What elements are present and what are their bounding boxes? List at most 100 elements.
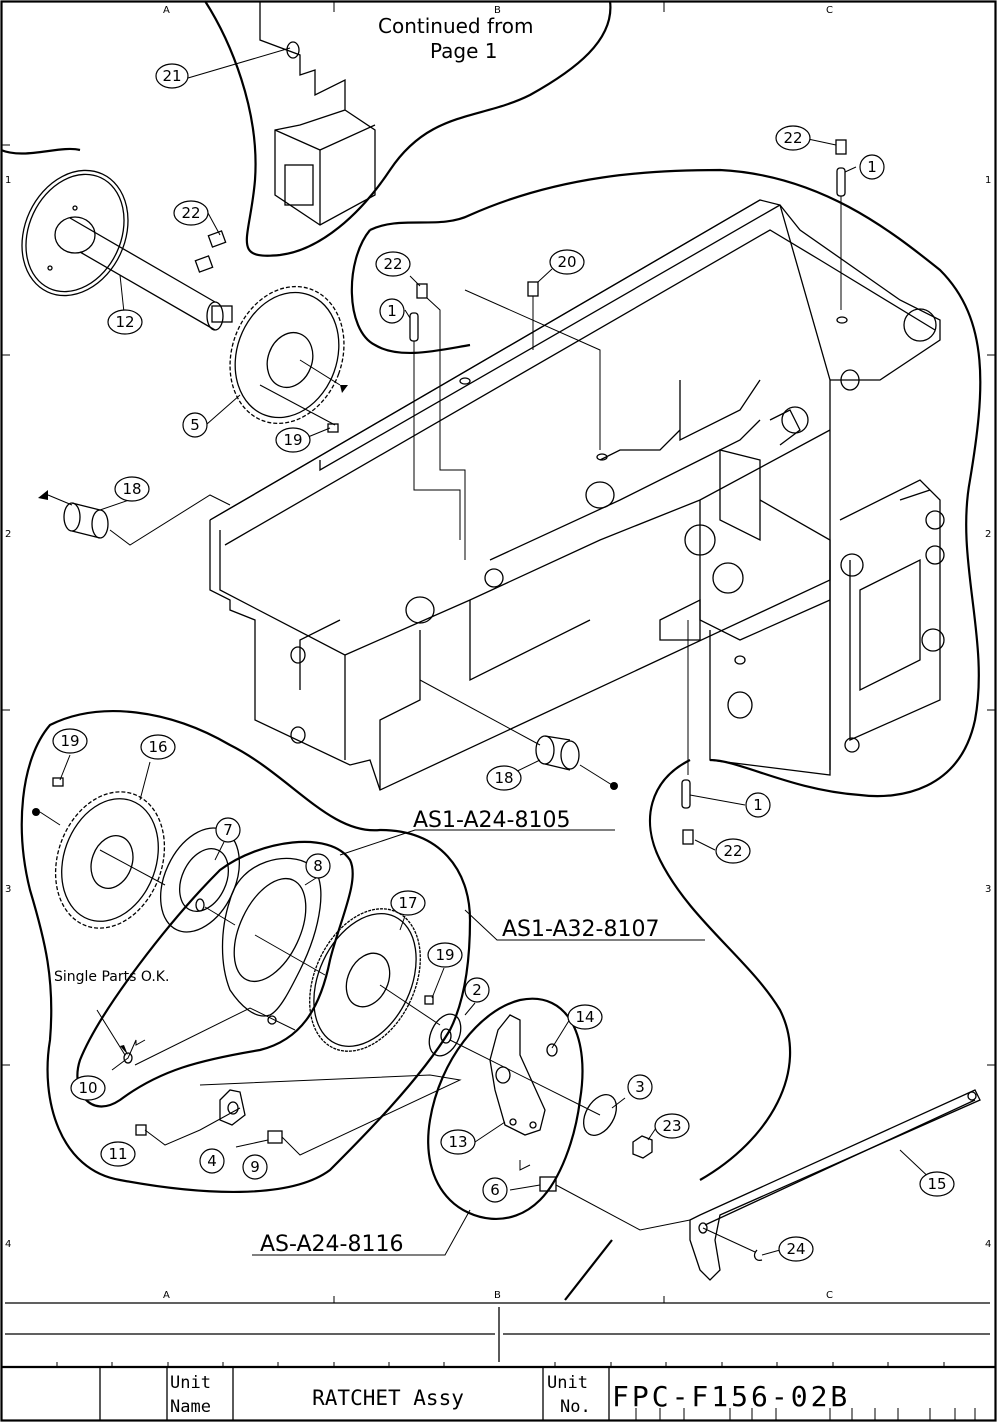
svg-text:18: 18 [494, 769, 513, 787]
svg-text:12: 12 [115, 313, 134, 331]
callout-18b: 18 [486, 765, 522, 791]
svg-text:22: 22 [383, 255, 402, 273]
zone-col-c-top: C [826, 5, 833, 16]
svg-text:17: 17 [398, 894, 417, 912]
part-3-washer-23-nut [582, 1094, 653, 1159]
callout-17: 17 [390, 890, 426, 916]
callout-23: 23 [654, 1113, 690, 1139]
svg-text:11: 11 [108, 1145, 127, 1163]
continued-note-line2: Page 1 [430, 39, 498, 63]
zone-col-a-bottom: A [163, 1290, 170, 1301]
callout-15: 15 [919, 1171, 955, 1197]
svg-text:19: 19 [283, 431, 302, 449]
svg-text:13: 13 [448, 1133, 467, 1151]
zone-row-2-right: 2 [985, 529, 991, 540]
unit-name-value: RATCHET Assy [312, 1386, 464, 1410]
callout-leaders [59, 47, 936, 1256]
svg-text:18: 18 [122, 480, 141, 498]
callout-22d: 22 [715, 838, 751, 864]
unit-no-label-line1: Unit [547, 1373, 588, 1393]
zone-row-3-left: 3 [5, 884, 11, 895]
callout-3: 3 [627, 1074, 653, 1100]
leader-8105 [339, 829, 615, 856]
part-18-bushings [38, 490, 618, 790]
callout-22a: 22 [775, 125, 811, 151]
part-17-ratchet-wheel [309, 908, 441, 1052]
svg-text:1: 1 [387, 302, 397, 320]
callout-1a: 1 [379, 298, 405, 324]
frame-region-outline [369, 168, 982, 798]
svg-text:20: 20 [557, 253, 576, 271]
svg-text:23: 23 [662, 1117, 681, 1135]
svg-text:7: 7 [223, 821, 233, 839]
svg-text:19: 19 [60, 732, 79, 750]
part-5-sprocket [229, 285, 348, 426]
svg-text:6: 6 [490, 1181, 500, 1199]
break-line [564, 1239, 613, 1301]
zone-col-b-top: B [494, 5, 501, 16]
svg-text:10: 10 [78, 1079, 97, 1097]
assembly-label-8105: AS1-A24-8105 [413, 808, 570, 833]
assembly-8107-outline [76, 840, 354, 1108]
callout-6: 6 [482, 1177, 508, 1203]
svg-text:3: 3 [635, 1078, 645, 1096]
svg-text:22: 22 [723, 842, 742, 860]
callout-13: 13 [440, 1129, 476, 1155]
assembly-label-8116: AS-A24-8116 [260, 1232, 403, 1257]
unit-name-label-line1: Unit [170, 1373, 211, 1393]
part-15-link-arm [689, 1089, 981, 1281]
leader-8116 [252, 1209, 471, 1256]
unit-no-value: FPC-F156-02B [612, 1380, 850, 1413]
continued-region-outline [204, 0, 612, 257]
assembly-8105-outline [20, 710, 472, 1194]
unit-no-label-line2: No. [560, 1397, 591, 1417]
svg-text:16: 16 [148, 738, 167, 756]
callout-24: 24 [778, 1236, 814, 1262]
callout-20: 20 [549, 249, 585, 275]
callout-9: 9 [242, 1154, 268, 1180]
callout-1c: 1 [745, 792, 771, 818]
part-16-sprocket [32, 777, 166, 929]
callout-19c: 19 [427, 942, 463, 968]
callout-19a: 19 [275, 427, 311, 453]
callout-16: 16 [140, 734, 176, 760]
bottom-zone-ticks [333, 1296, 665, 1303]
revision-table [1, 1302, 996, 1369]
svg-text:8: 8 [313, 857, 323, 875]
single-parts-note: Single Parts O.K. [54, 969, 169, 985]
callout-19b: 19 [52, 728, 88, 754]
callout-1b: 1 [859, 154, 885, 180]
callout-5: 5 [182, 412, 208, 438]
svg-text:24: 24 [786, 1240, 805, 1258]
zone-row-2-left: 2 [5, 529, 11, 540]
part-8-plate [221, 857, 326, 1025]
svg-text:22: 22 [783, 129, 802, 147]
zone-row-4-right: 4 [985, 1239, 991, 1250]
part-2-washer [428, 1013, 601, 1116]
callout-14: 14 [567, 1004, 603, 1030]
assembly-label-8107: AS1-A32-8107 [502, 917, 659, 942]
previous-page-bracket [259, 1, 376, 226]
zone-row-4-left: 4 [5, 1239, 11, 1250]
callout-18a: 18 [114, 476, 150, 502]
callout-7: 7 [215, 817, 241, 843]
frame-region-outline-left [350, 229, 471, 354]
small-hardware [96, 1007, 691, 1231]
unit-name-label-line2: Name [170, 1397, 211, 1417]
svg-text:15: 15 [927, 1175, 946, 1193]
svg-text:22: 22 [181, 204, 200, 222]
callout-4: 4 [199, 1148, 225, 1174]
part-12-shaft-flange [21, 169, 233, 331]
zone-row-1-left: 1 [5, 175, 11, 186]
zone-ticks [1, 1, 996, 1066]
callout-10: 10 [70, 1075, 106, 1101]
svg-text:4: 4 [207, 1152, 217, 1170]
callout-22b: 22 [173, 200, 209, 226]
svg-text:14: 14 [575, 1008, 594, 1026]
part-13-pawl-lever [489, 1014, 558, 1136]
dowel-pins-setscrews [194, 139, 847, 845]
callout-12: 12 [107, 309, 143, 335]
assembly-8116-outline [427, 997, 584, 1221]
